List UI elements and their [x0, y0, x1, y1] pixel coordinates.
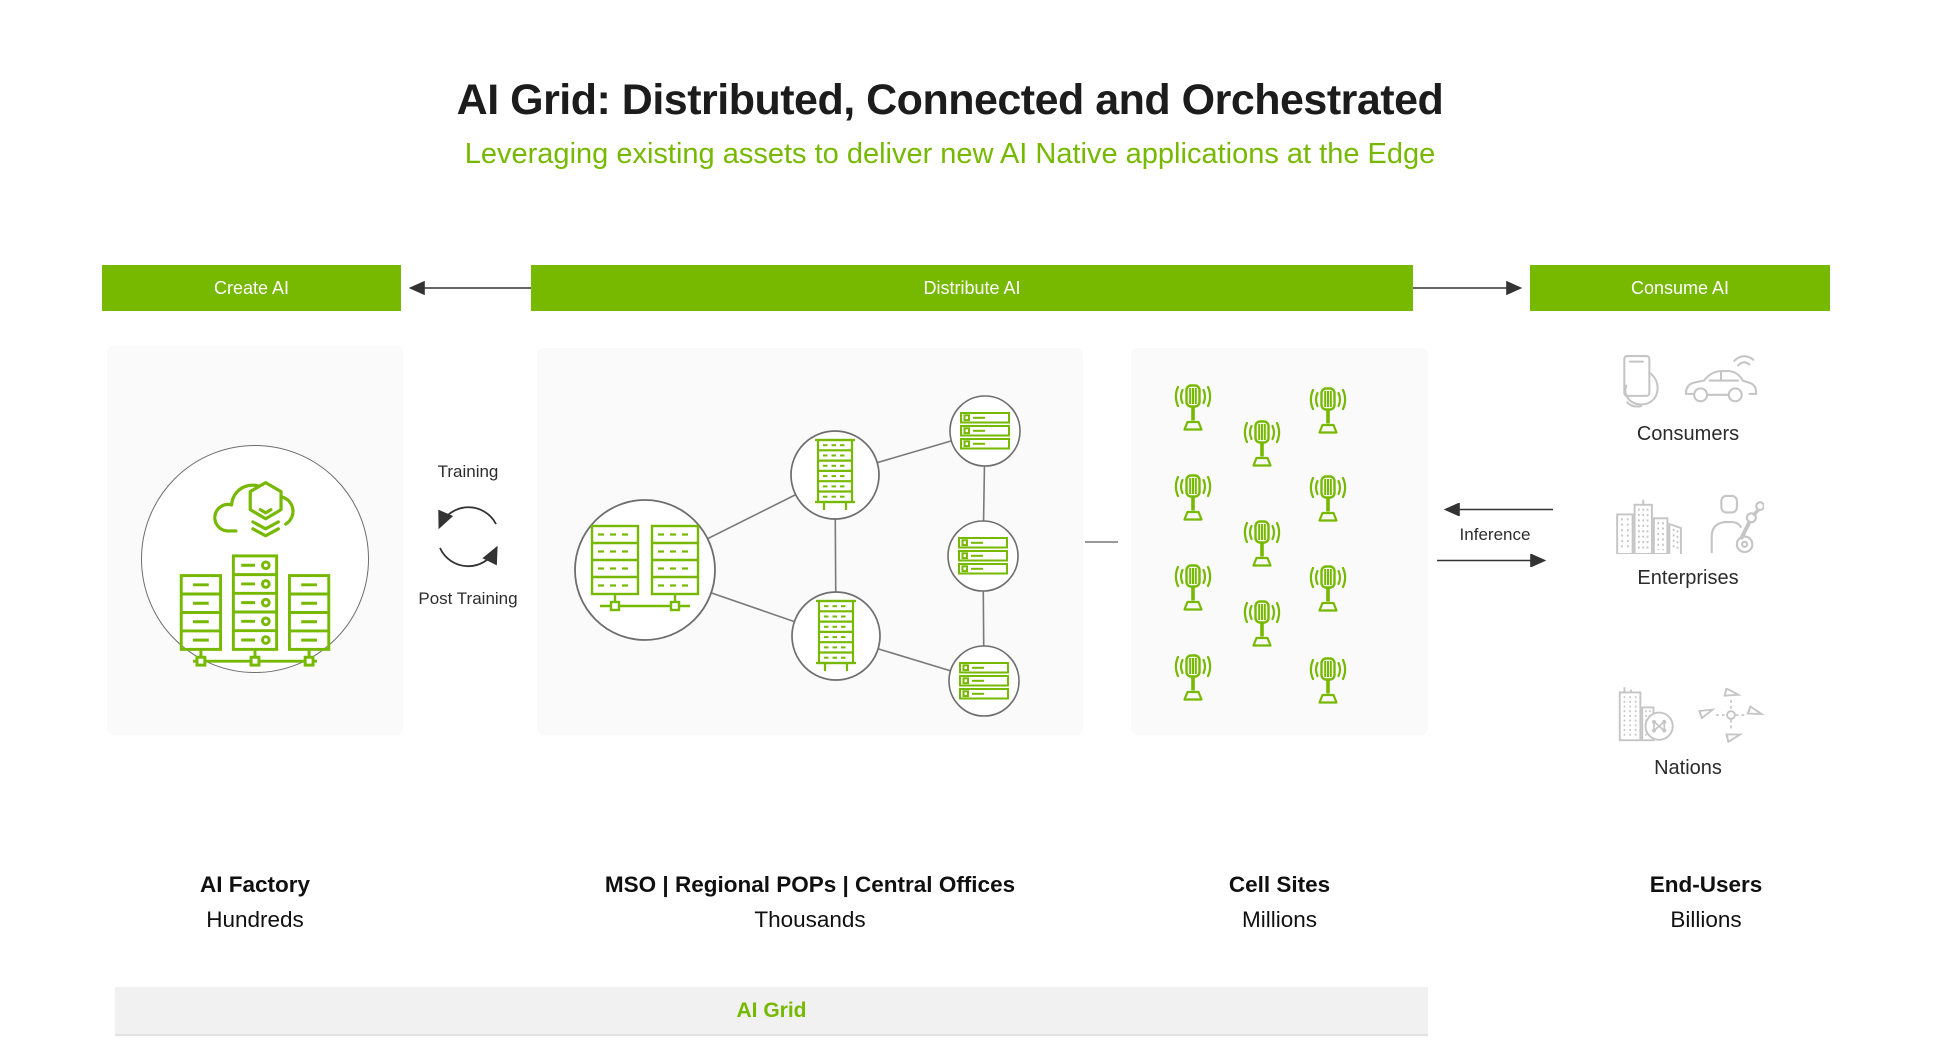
- column-title: End-Users: [1649, 872, 1763, 897]
- cell-tower-icon: [1308, 655, 1348, 705]
- enterprises-label: Enterprises: [1637, 567, 1739, 589]
- column-title: Cell Sites: [1228, 872, 1331, 897]
- column-scale: Thousands: [754, 907, 866, 932]
- arrow-inference-right-icon: [1437, 554, 1547, 567]
- cycle-arrows-icon: [438, 506, 498, 568]
- inference-flow: Inference: [1437, 503, 1553, 567]
- enterprises-icons: [1613, 490, 1764, 554]
- cell-tower-icon: [1308, 563, 1348, 613]
- banner-create-ai: Create AI: [102, 265, 401, 311]
- banner-distribute-ai: Distribute AI: [531, 265, 1413, 311]
- cell-tower-icon: [1242, 518, 1282, 568]
- header: AI Grid: Distributed, Connected and Orch…: [0, 76, 1900, 171]
- smart-city-icon: [1611, 684, 1681, 744]
- cell-tower-icon: [1173, 382, 1213, 432]
- cell-tower-icon: [1308, 473, 1348, 523]
- column-label-end-users: End-Users Billions: [1556, 872, 1856, 933]
- cell-tower-icon: [1308, 385, 1348, 435]
- distribution-network-diagram: [574, 395, 1021, 717]
- post-training-label: Post Training: [418, 589, 518, 608]
- cell-tower-icon: [1242, 418, 1282, 468]
- server-racks-icon: [176, 551, 334, 671]
- mso-node: [574, 499, 716, 641]
- column-title: MSO | Regional POPs | Central Offices: [604, 872, 1016, 897]
- panel-connector-line: [1085, 541, 1118, 543]
- smartphone-hand-icon: [1616, 354, 1666, 410]
- end-user-group-enterprises: Enterprises: [1578, 490, 1798, 590]
- end-user-group-consumers: Consumers: [1578, 346, 1798, 446]
- consumers-icons: [1616, 346, 1761, 410]
- ai-grid-label: AI Grid: [736, 998, 807, 1022]
- arrow-distribute-to-create-icon: [408, 280, 531, 296]
- cell-tower-icon: [1173, 562, 1213, 612]
- column-scale: Billions: [1670, 907, 1742, 932]
- cell-tower-icon: [1173, 472, 1213, 522]
- column-label-cell-sites: Cell Sites Millions: [1131, 872, 1428, 933]
- banner-consume-ai: Consume AI: [1530, 265, 1830, 311]
- ai-cloud-icon: [204, 466, 306, 547]
- arrow-inference-left-icon: [1443, 503, 1553, 516]
- arrow-distribute-to-consume-icon: [1413, 280, 1523, 296]
- robot-arm-icon: [1702, 494, 1764, 554]
- regional-pop-node: [790, 430, 880, 520]
- page-subtitle: Leveraging existing assets to deliver ne…: [464, 138, 1436, 170]
- ai-factory-node: [141, 445, 369, 673]
- column-label-mso: MSO | Regional POPs | Central Offices Th…: [537, 872, 1083, 933]
- end-user-group-nations: Nations: [1578, 680, 1798, 780]
- column-scale: Millions: [1241, 907, 1317, 932]
- training-label: Training: [437, 462, 499, 481]
- column-scale: Hundreds: [206, 907, 304, 932]
- nations-label: Nations: [1654, 757, 1722, 779]
- column-label-ai-factory: AI Factory Hundreds: [107, 872, 403, 933]
- training-cycle: Training Post Training: [393, 462, 543, 609]
- cell-tower-icon: [1242, 598, 1282, 648]
- column-title: AI Factory: [199, 872, 311, 897]
- consumers-label: Consumers: [1636, 423, 1740, 445]
- ai-grid-footer-bar: AI Grid: [115, 987, 1428, 1036]
- surveillance-network-icon: [1696, 688, 1766, 744]
- city-buildings-icon: [1613, 498, 1687, 554]
- inference-label: Inference: [1459, 525, 1531, 544]
- cell-tower-icon: [1173, 652, 1213, 702]
- nations-icons: [1611, 680, 1766, 744]
- connected-car-icon: [1681, 355, 1761, 410]
- regional-pop-node: [791, 591, 881, 681]
- page-title: AI Grid: Distributed, Connected and Orch…: [456, 76, 1444, 124]
